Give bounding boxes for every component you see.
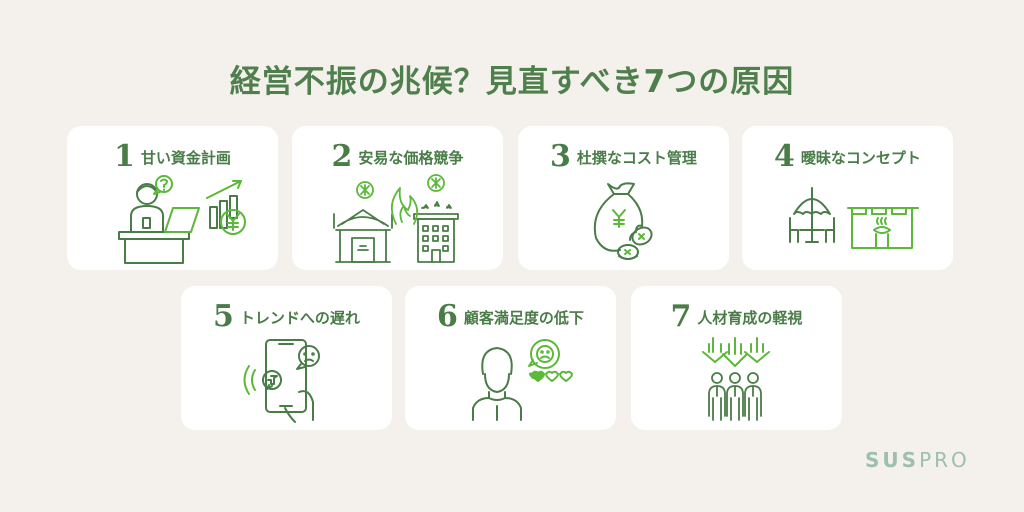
brand-logo: SUSPRO [865, 448, 970, 472]
card-number: 1 [114, 139, 135, 174]
card-label: トレンドへの遅れ [239, 308, 360, 327]
card-number: 3 [550, 139, 571, 174]
staff-pressure-arrows-icon [702, 337, 770, 421]
card-label: 甘い資金計画 [140, 148, 231, 167]
temple-fire-hotel-icon [333, 174, 459, 263]
money-bag-coins-icon [593, 182, 653, 260]
brand-logo-light: PRO [919, 448, 970, 472]
person-laptop-chart-yen-icon [118, 175, 246, 264]
card-label: 人材育成の軽視 [697, 308, 803, 327]
card-label: 安易な価格競争 [358, 148, 464, 167]
card-cause-6: 6 顧客満足度の低下 [405, 286, 616, 430]
card-cause-5: 5 トレンドへの遅れ [181, 286, 392, 430]
card-label: 顧客満足度の低下 [463, 308, 584, 327]
page-title: 経営不振の兆候？見直すべき7つの原因 [229, 64, 795, 100]
card-number: 7 [670, 299, 692, 334]
card-cause-4: 4 曖昧なコンセプト [742, 126, 953, 270]
card-number: 6 [437, 299, 458, 334]
smartphone-bad-review-icon [243, 339, 320, 423]
card-number: 4 [774, 139, 795, 174]
parasol-table-onsen-curtain-icon [789, 187, 919, 249]
brand-logo-bold: SUS [865, 448, 920, 472]
card-cause-7: 7 人材育成の軽視 [631, 286, 842, 430]
card-cause-1: 1 甘い資金計画 [67, 126, 278, 270]
card-number: 2 [331, 139, 353, 174]
card-label: 杜撰なコスト管理 [576, 148, 697, 167]
card-label: 曖昧なコンセプト [800, 148, 921, 167]
card-number: 5 [213, 299, 234, 334]
card-cause-2: 2 安易な価格競争 [292, 126, 503, 270]
customer-sad-rating-icon [472, 339, 573, 421]
card-cause-3: 3 杜撰なコスト管理 [518, 126, 729, 270]
